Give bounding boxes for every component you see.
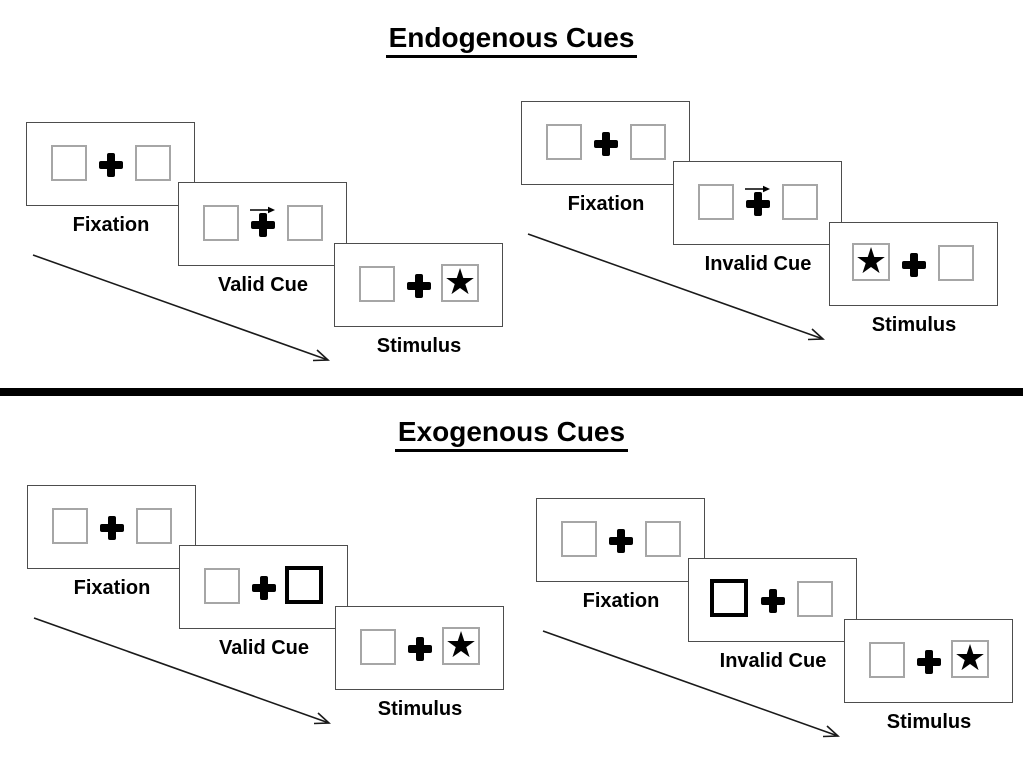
panel-stimulus: ★ bbox=[334, 243, 503, 327]
placeholder-box-left bbox=[869, 642, 905, 678]
panel-invalid-cue bbox=[688, 558, 857, 642]
fixation-cross-icon bbox=[408, 637, 432, 661]
exogenous-section-title: Exogenous Cues bbox=[394, 416, 629, 452]
panel-label: Valid Cue bbox=[218, 637, 310, 659]
panel-label: Stimulus bbox=[377, 698, 463, 720]
timeline-arrow-icon bbox=[542, 630, 840, 738]
panel-stimulus: ★ bbox=[335, 606, 504, 690]
placeholder-box-left bbox=[204, 568, 240, 604]
panel-label: Fixation bbox=[582, 590, 660, 612]
placeholder-box-right bbox=[287, 205, 323, 241]
placeholder-box-right bbox=[630, 124, 666, 160]
panel-invalid-cue bbox=[673, 161, 842, 245]
placeholder-box-right bbox=[135, 145, 171, 181]
fixation-cross-icon bbox=[100, 516, 124, 540]
placeholder-box-right bbox=[136, 508, 172, 544]
panel-label: Invalid Cue bbox=[704, 253, 812, 275]
endogenous-section-title: Endogenous Cues bbox=[385, 22, 638, 58]
endogenous-cue-arrow-icon bbox=[250, 202, 276, 220]
fixation-cross-icon bbox=[594, 132, 618, 156]
fixation-cross-icon bbox=[99, 153, 123, 177]
placeholder-box-left bbox=[561, 521, 597, 557]
placeholder-box-right bbox=[938, 245, 974, 281]
stimulus-box-right: ★ bbox=[951, 640, 989, 678]
fixation-cross-icon bbox=[252, 576, 276, 600]
placeholder-box-left bbox=[51, 145, 87, 181]
timeline-arrow-icon bbox=[527, 233, 825, 341]
timeline-arrow-icon bbox=[32, 254, 330, 362]
panel-label: Stimulus bbox=[886, 711, 972, 733]
panel-fixation bbox=[27, 485, 196, 569]
panel-fixation bbox=[521, 101, 690, 185]
fixation-cross-icon bbox=[746, 192, 770, 216]
fixation-cross-icon bbox=[917, 650, 941, 674]
section-divider bbox=[0, 388, 1023, 396]
placeholder-box-left bbox=[546, 124, 582, 160]
panel-fixation bbox=[536, 498, 705, 582]
stimulus-box-left: ★ bbox=[852, 243, 890, 281]
panel-stimulus: ★ bbox=[829, 222, 998, 306]
endogenous-cue-arrow-icon bbox=[745, 181, 771, 199]
placeholder-box-left bbox=[203, 205, 239, 241]
fixation-cross-icon bbox=[609, 529, 633, 553]
timeline-arrow-icon bbox=[33, 617, 331, 725]
star-icon: ★ bbox=[443, 261, 477, 302]
placeholder-box-left bbox=[698, 184, 734, 220]
star-icon: ★ bbox=[854, 240, 888, 281]
panel-label: Fixation bbox=[567, 193, 645, 215]
star-icon: ★ bbox=[953, 637, 987, 678]
fixation-cross-icon bbox=[902, 253, 926, 277]
panel-label: Stimulus bbox=[871, 314, 957, 336]
panel-stimulus: ★ bbox=[844, 619, 1013, 703]
exogenous-cue-box-left bbox=[710, 579, 748, 617]
panel-label: Fixation bbox=[73, 577, 151, 599]
panel-label: Stimulus bbox=[376, 335, 462, 357]
placeholder-box-left bbox=[359, 266, 395, 302]
panel-label: Fixation bbox=[72, 214, 150, 236]
fixation-cross-icon bbox=[407, 274, 431, 298]
placeholder-box-right bbox=[645, 521, 681, 557]
fixation-cross-icon bbox=[761, 589, 785, 613]
exogenous-title-row: Exogenous Cues bbox=[0, 416, 1023, 452]
stimulus-box-right: ★ bbox=[442, 627, 480, 665]
placeholder-box-right bbox=[782, 184, 818, 220]
star-icon: ★ bbox=[444, 624, 478, 665]
panel-label: Valid Cue bbox=[217, 274, 309, 296]
endogenous-title-row: Endogenous Cues bbox=[0, 22, 1023, 58]
placeholder-box-right bbox=[797, 581, 833, 617]
fixation-cross-icon bbox=[251, 213, 275, 237]
placeholder-box-left bbox=[360, 629, 396, 665]
placeholder-box-left bbox=[52, 508, 88, 544]
panel-label: Invalid Cue bbox=[719, 650, 827, 672]
panel-fixation bbox=[26, 122, 195, 206]
exogenous-cue-box-right bbox=[285, 566, 323, 604]
panel-valid-cue bbox=[178, 182, 347, 266]
stimulus-box-right: ★ bbox=[441, 264, 479, 302]
panel-valid-cue bbox=[179, 545, 348, 629]
